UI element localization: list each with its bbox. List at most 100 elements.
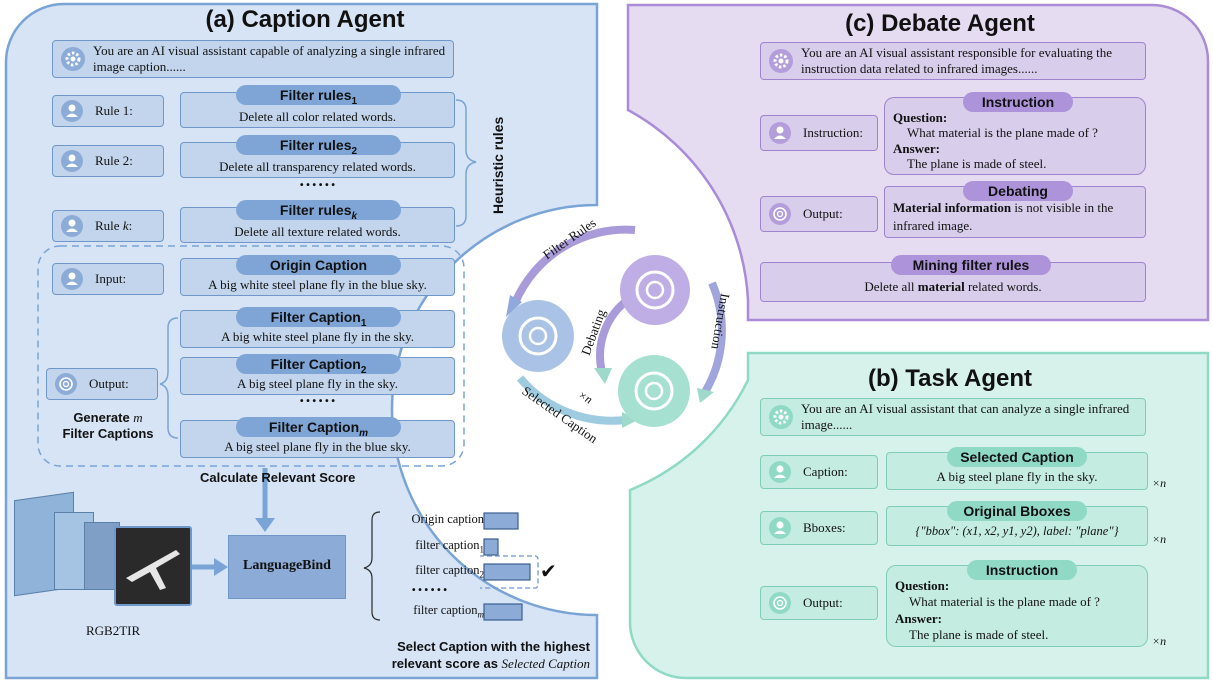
task-output-label-box: Output: — [760, 586, 878, 620]
selected-caption-pill: Selected Caption — [947, 447, 1087, 467]
captions-dots: • • • • • • — [300, 396, 335, 407]
task-answer-text: The plane is made of steel. — [909, 627, 1049, 642]
rule-k-box: Filter rulesk Delete all texture related… — [180, 200, 455, 243]
debating-text: Material information is not visible in t… — [893, 200, 1114, 233]
heuristic-rules-label: Heuristic rules — [490, 116, 506, 214]
task-answer-label: Answer: — [895, 611, 942, 626]
instruction-label-box: Instruction: — [760, 115, 878, 151]
task-agent-title: (b) Task Agent — [867, 365, 1032, 392]
task-instruction-box: Instruction Question: What material is t… — [886, 560, 1148, 647]
filter-caption-m-box: Filter Captionm A big steel plane fly in… — [180, 417, 455, 458]
task-system-text: You are an AI visual assistant that can … — [801, 401, 1130, 432]
user-icon — [61, 268, 83, 290]
rule-1-text: Delete all color related words. — [238, 109, 396, 124]
input-label-box: Input: — [52, 263, 164, 295]
xn-label: ×n — [1152, 532, 1167, 546]
score-bar — [483, 512, 519, 530]
task-output-label: Output: — [803, 595, 843, 610]
filter-caption-m-pill: Filter Captionm — [236, 417, 401, 439]
rule-2-pill: Filter rules2 — [236, 135, 401, 157]
filter-caption-1-box: Filter Caption1 A big white steel plane … — [180, 307, 455, 348]
debating-box: Debating Material information is not vis… — [884, 181, 1146, 238]
tir-image — [114, 526, 192, 606]
score-label-1: filter caption1 — [415, 538, 484, 555]
instruction-box: Instruction Question: What material is t… — [884, 92, 1146, 175]
selected-highlight — [480, 555, 539, 589]
openai-icon — [55, 373, 77, 395]
debating-pill: Debating — [963, 181, 1073, 201]
filter-caption-1-pill: Filter Caption1 — [236, 307, 401, 329]
score-bar — [483, 538, 499, 556]
calc-score-label: Calculate Relevant Score — [200, 470, 356, 485]
bboxes-pill: Original Bboxes — [947, 501, 1087, 521]
rule-1-box: Filter rules1 Delete all color related w… — [180, 85, 455, 128]
caption-label: Caption: — [803, 464, 848, 479]
mining-text: Delete all material related words. — [864, 279, 1042, 294]
filter-caption-2-pill: Filter Caption2 — [236, 354, 401, 376]
task-question-text: What material is the plane made of ? — [909, 594, 1100, 609]
filter-caption-m-text: A big steel plane fly in the blue sky. — [224, 439, 411, 454]
score-dots: • • • • • • — [412, 585, 447, 596]
answer-label: Answer: — [893, 141, 940, 156]
mining-box: Mining filter rules Delete all material … — [760, 255, 1146, 302]
rule-2-box: Filter rules2 Delete all transparency re… — [180, 135, 455, 178]
filter-caption-2-text: A big steel plane fly in the sky. — [237, 376, 398, 391]
score-bar — [483, 603, 523, 621]
rule-1-label-box: Rule 1: — [52, 95, 164, 127]
user-icon — [61, 215, 83, 237]
rule-2-label-box: Rule 2: — [52, 145, 164, 177]
selected-caption-box: Selected Caption A big steel plane fly i… — [886, 447, 1148, 490]
score-label-origin: Origin caption — [411, 512, 484, 526]
origin-caption-pill: Origin Caption — [236, 255, 401, 275]
bboxes-label-box: Bboxes: — [760, 511, 878, 545]
instruction-pill: Instruction — [963, 92, 1073, 112]
rule-k-pill: Filter rulesk — [236, 200, 401, 222]
debate-output-label: Output: — [803, 206, 843, 221]
debate-agent-title: (c) Debate Agent — [845, 10, 1035, 37]
task-system-prompt: You are an AI visual assistant that can … — [760, 398, 1146, 436]
gear-icon — [769, 49, 793, 73]
bboxes-box: Original Bboxes {"bbox": (x1, x2, y1, y2… — [886, 501, 1148, 546]
question-text: What material is the plane made of ? — [907, 125, 1098, 140]
score-bar — [483, 563, 531, 581]
xn-label: ×n — [1152, 634, 1167, 648]
rule-k-label-box: Rule k: — [52, 210, 164, 242]
score-label-2: filter caption2 — [415, 563, 484, 580]
rule-k-text: Delete all texture related words. — [234, 224, 401, 239]
filter-caption-1-text: A big white steel plane fly in the sky. — [220, 329, 415, 344]
debate-output-label-box: Output: — [760, 196, 878, 232]
bboxes-text: {"bbox": (x1, x2, y1, y2), label: "plane… — [915, 524, 1119, 538]
debate-agent-node — [620, 255, 690, 325]
debate-system-text: You are an AI visual assistant responsib… — [801, 45, 1112, 76]
rules-dots: • • • • • • — [300, 180, 335, 191]
bboxes-label: Bboxes: — [803, 520, 846, 535]
gear-icon — [61, 47, 85, 71]
caption-system-text: You are an AI visual assistant capable o… — [93, 43, 446, 74]
origin-caption-text: A big white steel plane fly in the blue … — [208, 277, 427, 292]
caption-agent-title: (a) Caption Agent — [205, 6, 405, 33]
rule-2-text: Delete all transparency related words. — [219, 159, 416, 174]
check-icon: ✔ — [540, 561, 557, 583]
filter-caption-2-box: Filter Caption2 A big steel plane fly in… — [180, 354, 455, 395]
languagebind-label: LanguageBind — [243, 558, 331, 573]
output-bracket — [159, 317, 179, 439]
mining-pill: Mining filter rules — [891, 255, 1051, 275]
rgb2tir-label: RGB2TIR — [86, 623, 141, 638]
right-arrow — [214, 558, 228, 576]
answer-text: The plane is made of steel. — [907, 156, 1047, 171]
origin-caption-box: Origin Caption A big white steel plane f… — [180, 255, 455, 296]
output-label: Output: — [89, 376, 129, 391]
heuristic-bracket — [455, 99, 477, 227]
user-icon — [769, 461, 791, 483]
languagebind-box: LanguageBind — [228, 535, 346, 599]
input-label: Input: — [95, 271, 127, 286]
instruction-label: Instruction: — [803, 125, 863, 140]
caption-label-box: Caption: — [760, 455, 878, 489]
debate-system-prompt: You are an AI visual assistant responsib… — [760, 42, 1146, 80]
selected-caption-text: A big steel plane fly in the sky. — [936, 469, 1098, 484]
task-instruction-pill: Instruction — [967, 560, 1077, 580]
task-question-label: Question: — [895, 578, 950, 593]
user-icon — [61, 150, 83, 172]
score-bracket — [363, 511, 381, 621]
